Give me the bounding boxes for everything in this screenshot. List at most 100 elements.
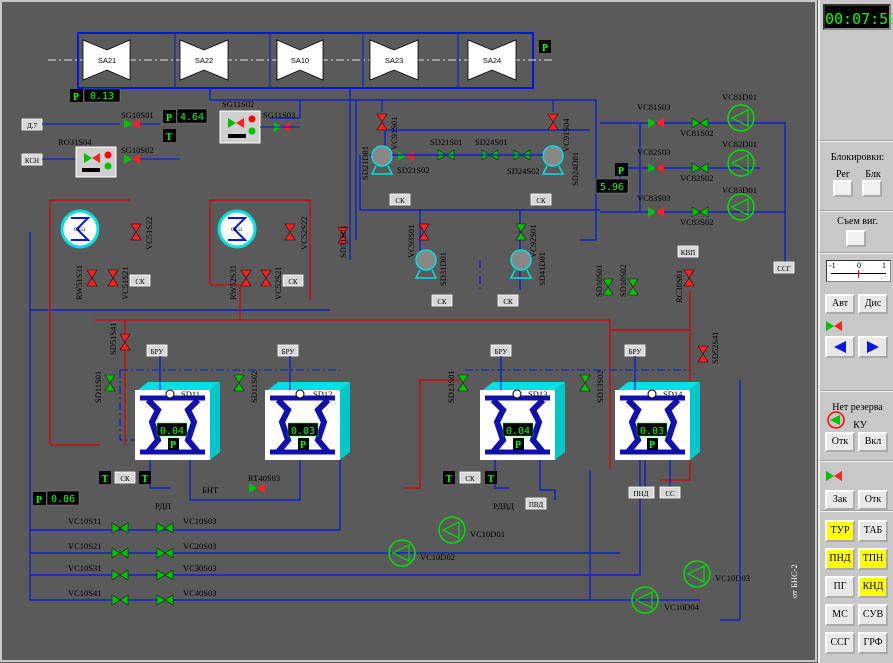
turbine-sa21[interactable]: SA21	[82, 39, 131, 81]
vc81d01-pump[interactable]	[727, 104, 755, 132]
vc10s11-valve[interactable]	[111, 522, 129, 534]
vc91s01-valve[interactable]	[376, 113, 388, 131]
sd21d01-pump[interactable]	[370, 145, 394, 175]
sd13s01-valve[interactable]	[457, 374, 469, 392]
left-arrow-button[interactable]	[825, 336, 855, 358]
vc10s21-valve[interactable]	[111, 547, 129, 559]
scale-pointer	[858, 270, 859, 278]
sg10s02-valve[interactable]	[124, 154, 140, 164]
turbine-sa23[interactable]: SA23	[369, 39, 419, 81]
blk-toggle[interactable]	[862, 180, 882, 197]
sg10s01-valve[interactable]	[124, 119, 140, 129]
pnd-box[interactable]	[628, 486, 655, 499]
svg-text:SA21: SA21	[98, 56, 116, 65]
nav-button-6[interactable]: МС	[825, 604, 855, 626]
ck-box-8[interactable]	[459, 471, 481, 484]
measure-label: Съем виг.	[837, 216, 878, 227]
sd21s02-valve[interactable]	[398, 151, 414, 161]
sd10s02-valve[interactable]	[627, 278, 639, 296]
vc10s03-valve[interactable]	[156, 522, 174, 534]
ob51-heater[interactable]: ОБ51	[60, 209, 100, 249]
nav-button-0[interactable]: ТУР	[825, 520, 855, 542]
sd51s41-valve[interactable]	[119, 333, 131, 351]
ck-box-7[interactable]	[114, 471, 136, 484]
rc30s01-valve[interactable]	[683, 269, 695, 287]
svg-text:SD21S02: SD21S02	[397, 165, 430, 175]
reg-toggle[interactable]	[833, 180, 853, 197]
turbine-sa24[interactable]: SA24	[467, 39, 517, 81]
otk-button[interactable]: Отк	[825, 432, 855, 452]
rw51s31-valve[interactable]	[86, 269, 98, 287]
kvp-box[interactable]	[677, 245, 699, 258]
svg-text:VC83S03: VC83S03	[637, 193, 671, 203]
right-arrow-button[interactable]	[858, 336, 888, 358]
vc92s01-valve[interactable]	[515, 223, 527, 241]
vc82d01-pump[interactable]	[727, 149, 755, 177]
vkl-button[interactable]: Вкл	[858, 432, 888, 452]
rt40s03-valve[interactable]	[249, 483, 265, 493]
vc10d01-pump[interactable]	[438, 516, 466, 544]
bru-box-1[interactable]	[146, 344, 168, 357]
measure-toggle[interactable]	[846, 230, 866, 247]
ob52-heater[interactable]: ОБ52	[217, 209, 257, 249]
ck-box-1[interactable]	[389, 193, 411, 206]
turbine-sa22[interactable]: SA22	[179, 39, 229, 81]
ck-box-6[interactable]	[282, 274, 304, 287]
turbine-sa10[interactable]: SA10	[276, 39, 324, 81]
zak-button[interactable]: Зак	[825, 490, 855, 510]
vc81s03-valve[interactable]	[648, 118, 664, 128]
nav-button-5[interactable]: КНД	[858, 576, 888, 598]
ro31s04-device[interactable]	[75, 146, 117, 178]
turbine-group: SA21 SA22 SA10 SA23 SA24	[48, 32, 555, 89]
ck-box-3[interactable]	[431, 294, 453, 307]
svg-text:SD14: SD14	[663, 389, 683, 399]
otk2-button[interactable]: Отк	[858, 490, 888, 510]
sd11s01-valve[interactable]	[104, 374, 116, 392]
svg-text:VC81S02: VC81S02	[680, 128, 714, 138]
dis-button[interactable]: Дис	[858, 294, 888, 314]
vc83s03-valve[interactable]	[648, 207, 664, 217]
sg11s02-device[interactable]	[219, 110, 261, 144]
vc20s03-valve[interactable]	[156, 547, 174, 559]
vc91s04-valve[interactable]	[547, 113, 559, 131]
sd31d01-pump[interactable]	[414, 249, 438, 279]
nav-button-9[interactable]: ГРФ	[858, 632, 888, 654]
ck-box-4[interactable]	[497, 294, 519, 307]
sd24d01-pump[interactable]	[541, 145, 565, 175]
vc83s02-valve[interactable]	[691, 206, 709, 218]
ssg-box[interactable]	[773, 261, 795, 274]
vc10s31-valve[interactable]	[111, 569, 129, 581]
vc51s21-valve[interactable]	[107, 269, 119, 287]
vc10s41-valve[interactable]	[111, 594, 129, 606]
vc52s22-valve[interactable]	[284, 223, 296, 241]
svg-text:SD41D01: SD41D01	[537, 252, 547, 286]
sd10s01-valve[interactable]	[602, 278, 614, 296]
vc82s03-valve[interactable]	[648, 163, 664, 173]
sd41d01-pump[interactable]	[509, 249, 533, 279]
rw52s31-valve[interactable]	[240, 269, 252, 287]
bru-box-2[interactable]	[277, 344, 299, 357]
sd13s02-valve[interactable]	[579, 374, 591, 392]
sd11s02-valve[interactable]	[233, 374, 245, 392]
nav-button-7[interactable]: СУВ	[858, 604, 888, 626]
nav-button-3[interactable]: ТПН	[858, 548, 888, 570]
avt-button[interactable]: Авт	[825, 294, 855, 314]
vc52s21-valve[interactable]	[260, 269, 272, 287]
pvd-box[interactable]	[525, 497, 547, 510]
nav-button-8[interactable]: ССГ	[825, 632, 855, 654]
vc40s03-valve[interactable]	[156, 594, 174, 606]
svg-text:БНТ: БНТ	[202, 485, 219, 495]
vc10d03-pump[interactable]	[683, 560, 711, 588]
vc81s02-valve[interactable]	[691, 117, 709, 129]
vc83d01-pump[interactable]	[727, 193, 755, 221]
ss-box[interactable]	[659, 486, 681, 499]
vc51s22-valve[interactable]	[130, 223, 142, 241]
vc82s02-valve[interactable]	[691, 162, 709, 174]
vc30s03-valve[interactable]	[156, 569, 174, 581]
ck-box-2[interactable]	[530, 193, 552, 206]
nav-button-4[interactable]: ПГ	[825, 576, 855, 598]
nav-button-1[interactable]: ТАБ	[858, 520, 888, 542]
sd52s41-valve[interactable]	[697, 345, 709, 363]
nav-button-2[interactable]: ПНД	[825, 548, 855, 570]
ck-box-5[interactable]	[129, 274, 151, 287]
